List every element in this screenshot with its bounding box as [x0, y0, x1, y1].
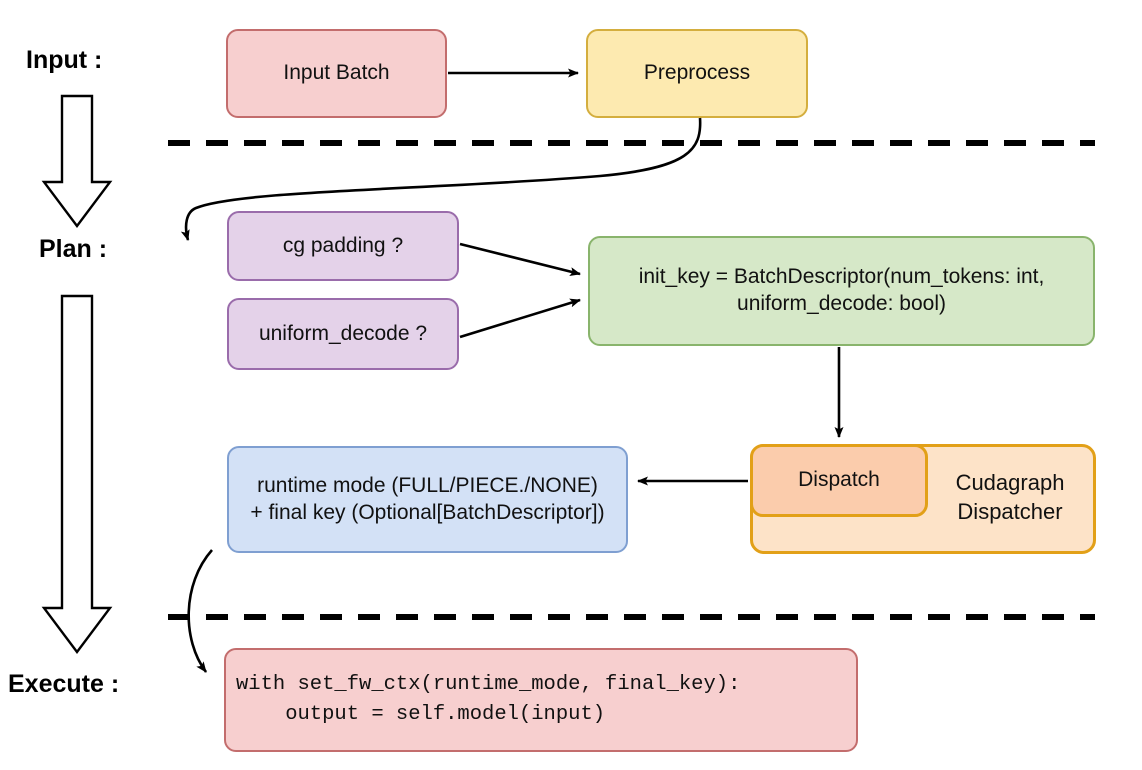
arrow-cg-padding-to-init-key: [459, 242, 581, 276]
node-init-key-line1: init_key = BatchDescriptor(num_tokens: i…: [638, 265, 1045, 289]
node-cg-padding-label: cg padding ?: [282, 233, 404, 257]
node-preprocess-label: Preprocess: [643, 61, 751, 85]
node-dispatch[interactable]: Dispatch: [750, 444, 928, 517]
arrow-uniform-decode-to-init-key: [459, 298, 581, 339]
stage-label-input: Input :: [26, 46, 103, 74]
node-execute-code[interactable]: with set_fw_ctx(runtime_mode, final_key)…: [224, 648, 858, 752]
node-init-key-line2: uniform_decode: bool): [737, 292, 946, 315]
node-cudagraph-dispatcher-label: Cudagraph Dispatcher: [930, 452, 1090, 544]
node-init-key[interactable]: init_key = BatchDescriptor(num_tokens: i…: [588, 236, 1095, 346]
node-input-batch-label: Input Batch: [283, 61, 390, 85]
node-runtime-mode-line2: + final key (Optional[BatchDescriptor]): [250, 500, 605, 524]
node-preprocess[interactable]: Preprocess: [586, 29, 808, 118]
node-dispatch-label: Dispatch: [798, 468, 880, 492]
node-execute-code-line2: output = self.model(input): [236, 703, 606, 726]
node-cudagraph-dispatcher-line2: Dispatcher: [957, 499, 1063, 524]
node-cg-padding[interactable]: cg padding ?: [227, 211, 459, 281]
node-runtime-mode-line1: runtime mode (FULL/PIECE./NONE): [257, 473, 598, 497]
arrow-runtime-mode-to-execute-code: [187, 549, 213, 673]
node-input-batch[interactable]: Input Batch: [226, 29, 447, 118]
node-execute-code-line1: with set_fw_ctx(runtime_mode, final_key)…: [236, 673, 741, 697]
plan-to-execute-block-arrow: [41, 294, 113, 654]
stage-label-plan: Plan :: [39, 235, 108, 263]
node-cudagraph-dispatcher-line1: Cudagraph: [955, 470, 1065, 496]
node-uniform-decode-label: uniform_decode ?: [258, 321, 428, 345]
input-to-plan-block-arrow: [41, 94, 113, 228]
stage-label-execute: Execute :: [8, 670, 120, 698]
node-runtime-mode[interactable]: runtime mode (FULL/PIECE./NONE) + final …: [227, 446, 628, 553]
node-uniform-decode[interactable]: uniform_decode ?: [227, 298, 459, 370]
